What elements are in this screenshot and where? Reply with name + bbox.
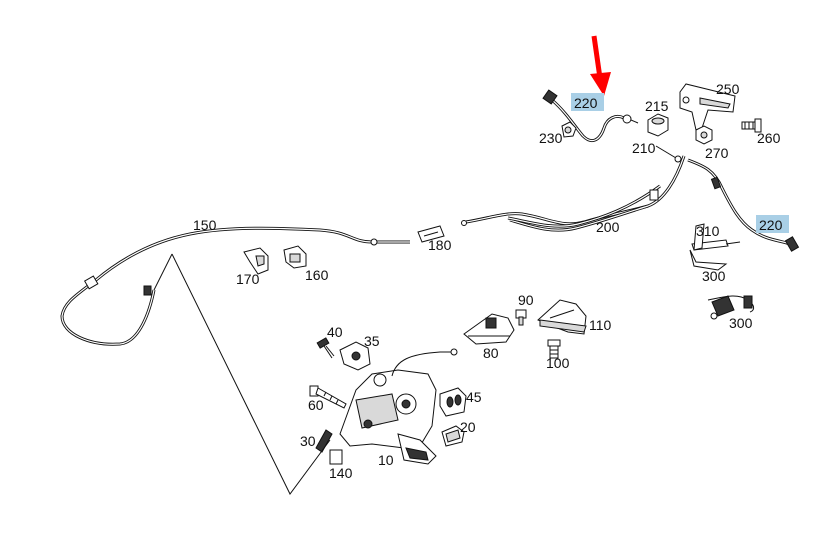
part-10-pedal-assembly[interactable] — [339, 348, 458, 465]
label-210[interactable]: 210 — [632, 140, 656, 156]
part-220-right-cable[interactable] — [687, 158, 800, 252]
label-80[interactable]: 80 — [483, 345, 499, 361]
part-300-bracket[interactable] — [689, 249, 728, 271]
highlight-220-right — [756, 215, 789, 233]
part-170-holder[interactable] — [243, 247, 269, 275]
part-220-upper-cable[interactable] — [542, 89, 639, 143]
label-60[interactable]: 60 — [308, 397, 324, 413]
part-40-bolt[interactable] — [316, 337, 335, 359]
part-250-bracket[interactable] — [679, 83, 736, 131]
highlight-220-top — [571, 93, 604, 111]
label-10[interactable]: 10 — [378, 452, 394, 468]
part-260-bolt[interactable] — [741, 118, 762, 133]
part-300-switch[interactable] — [707, 295, 755, 320]
part-100-bolt[interactable] — [547, 339, 561, 359]
part-270-nut[interactable] — [695, 125, 713, 145]
label-150[interactable]: 150 — [193, 217, 217, 233]
part-200-cable-assembly[interactable] — [461, 155, 686, 232]
part-160-holder[interactable] — [283, 245, 307, 269]
part-30-spring[interactable] — [315, 429, 333, 453]
label-140[interactable]: 140 — [329, 465, 353, 481]
label-20[interactable]: 20 — [460, 419, 476, 435]
label-260[interactable]: 260 — [757, 130, 781, 146]
part-60-long-bolt[interactable] — [309, 385, 347, 409]
label-160[interactable]: 160 — [305, 267, 329, 283]
part-90-screw[interactable] — [515, 309, 527, 326]
label-250[interactable]: 250 — [716, 81, 740, 97]
label-220-top[interactable]: 220 — [574, 95, 598, 111]
part-150-long-cable[interactable] — [60, 226, 410, 346]
part-labels: 220 220 230 215 250 260 210 270 150 180 … — [193, 81, 789, 481]
leader-lines — [153, 253, 331, 495]
label-300-a[interactable]: 300 — [702, 268, 726, 284]
part-210-cable-end[interactable] — [655, 145, 682, 163]
part-310-sensor[interactable] — [691, 223, 741, 251]
part-140-sleeve[interactable] — [329, 449, 343, 465]
part-45-rubber-block[interactable] — [439, 387, 467, 417]
label-30[interactable]: 30 — [300, 433, 316, 449]
label-270[interactable]: 270 — [705, 145, 729, 161]
label-310[interactable]: 310 — [696, 223, 720, 239]
red-arrow-down-icon — [590, 35, 611, 96]
label-230[interactable]: 230 — [539, 130, 563, 146]
part-215-bushing[interactable] — [647, 113, 669, 137]
label-90[interactable]: 90 — [518, 292, 534, 308]
part-20-pedal-pad[interactable] — [441, 425, 465, 447]
label-45[interactable]: 45 — [466, 389, 482, 405]
label-200[interactable]: 200 — [596, 219, 620, 235]
label-100[interactable]: 100 — [546, 355, 570, 371]
label-180[interactable]: 180 — [428, 237, 452, 253]
label-170[interactable]: 170 — [236, 271, 260, 287]
label-35[interactable]: 35 — [364, 333, 380, 349]
part-80-bracket[interactable] — [463, 313, 515, 345]
label-300-b[interactable]: 300 — [729, 315, 753, 331]
part-230-clip[interactable] — [561, 121, 577, 138]
part-110-mount-bracket[interactable] — [537, 299, 587, 335]
label-110[interactable]: 110 — [589, 317, 612, 333]
label-220-right[interactable]: 220 — [759, 217, 783, 233]
label-40[interactable]: 40 — [327, 324, 343, 340]
label-215[interactable]: 215 — [645, 98, 669, 114]
part-180-clip[interactable] — [417, 225, 445, 243]
part-35-bracket[interactable] — [339, 341, 371, 371]
